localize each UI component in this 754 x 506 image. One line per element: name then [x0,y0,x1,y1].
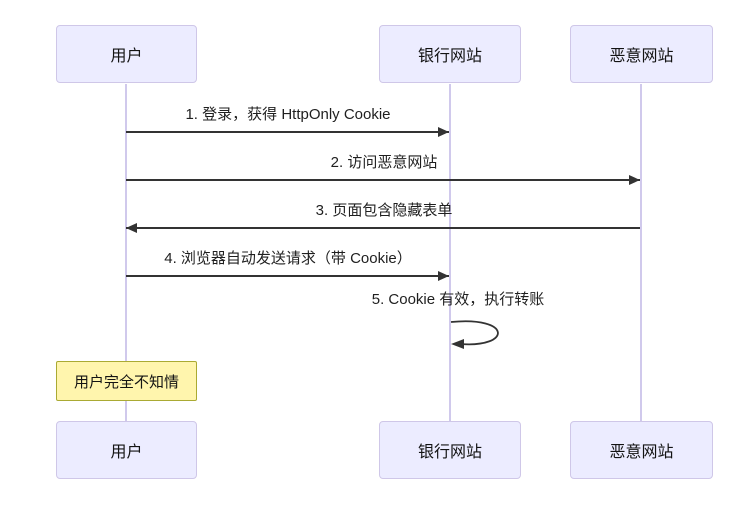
actor-bank-top: 银行网站 [379,25,521,83]
lifeline-user [125,84,127,421]
actor-bank-label: 银行网站 [417,444,482,461]
message-2-line [126,179,640,181]
lifeline-evil [640,84,642,421]
message-1-label: 1. 登录，获得 HttpOnly Cookie [185,106,391,123]
actor-bank-bottom: 银行网站 [379,421,521,479]
note-label: 用户完全不知情 [73,373,179,391]
message-3-arrowhead-left-icon [126,223,137,233]
actor-evil-label: 恶意网站 [609,48,674,65]
message-5-label: 5. Cookie 有效，执行转账 [371,291,545,308]
lifeline-bank [449,84,451,421]
actor-user-label: 用户 [110,444,143,461]
message-4-line [126,275,449,277]
message-2-arrowhead-right-icon [629,175,640,185]
actor-user-bottom: 用户 [56,421,197,479]
message-2-label: 2. 访问恶意网站 [330,154,438,171]
actor-evil-bottom: 恶意网站 [570,421,713,479]
message-1-line [126,131,449,133]
message-3-label: 3. 页面包含隐藏表单 [315,202,453,219]
actor-user-top: 用户 [56,25,197,83]
message-3-line [126,227,640,229]
note-box: 用户完全不知情 [56,361,197,401]
actor-evil-label: 恶意网站 [609,444,674,461]
message-5-self-loop-arrow-icon [450,320,499,349]
actor-bank-label: 银行网站 [417,48,482,65]
actor-evil-top: 恶意网站 [570,25,713,83]
actor-user-label: 用户 [110,48,143,65]
message-4-label: 4. 浏览器自动发送请求（带 Cookie） [164,250,412,267]
message-1-arrowhead-right-icon [438,127,449,137]
message-4-arrowhead-right-icon [438,271,449,281]
